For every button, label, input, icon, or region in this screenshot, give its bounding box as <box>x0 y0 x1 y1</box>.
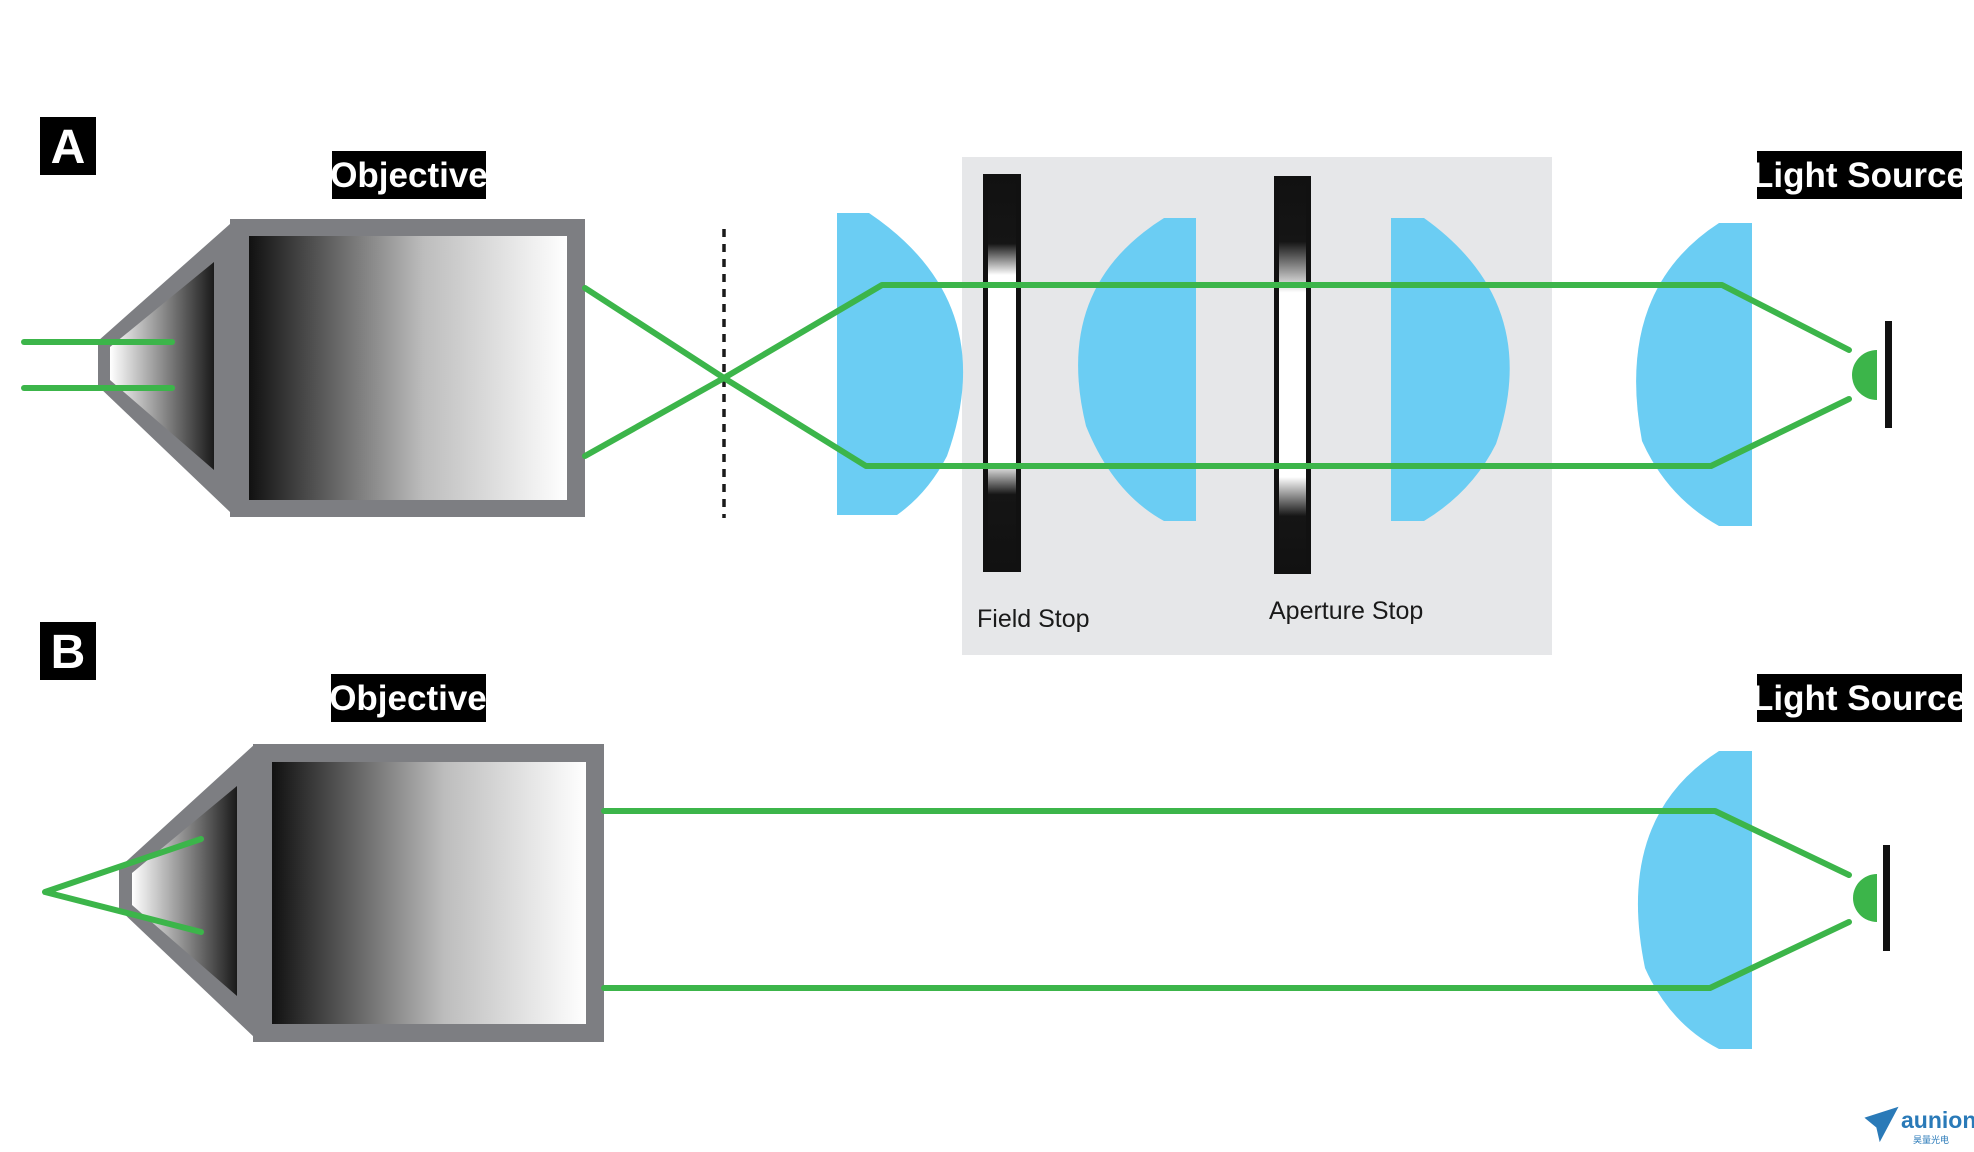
objective-b-label: Objective <box>329 674 487 722</box>
paper-plane-icon <box>1864 1106 1899 1143</box>
light-source-a <box>1852 321 1892 428</box>
panel-a-letter-badge: A <box>40 117 96 175</box>
lens-a-4 <box>1636 223 1752 526</box>
panel-a-letter: A <box>51 121 86 174</box>
beam-b-lower <box>601 919 1852 991</box>
aperture-stop-label: Aperture Stop <box>1269 597 1423 625</box>
panel-b-letter: B <box>51 626 86 679</box>
field-stop-label: Field Stop <box>977 605 1090 633</box>
panel-b: B Objective Light Source <box>40 622 1966 1049</box>
aunion-logo: aunion 昊量光电 <box>1864 1106 1974 1145</box>
beam-b-focus <box>42 836 204 935</box>
panel-b-letter-badge: B <box>40 622 96 680</box>
svg-text:Light Source: Light Source <box>1752 679 1966 718</box>
light-source-b-emitter <box>1853 874 1877 922</box>
light-source-b <box>1853 845 1890 951</box>
objective-a <box>98 219 585 517</box>
svg-text:Objective: Objective <box>329 679 487 718</box>
beam-a-ray-2 <box>582 282 1852 459</box>
beam-b-upper <box>601 808 1852 878</box>
lens-b <box>1637 751 1752 1049</box>
light-source-b-label: Light Source <box>1752 674 1966 722</box>
logo-brand: aunion <box>1901 1107 1974 1133</box>
lens-a-2 <box>1078 218 1196 521</box>
light-source-a-emitter <box>1852 350 1877 400</box>
objective-a-label: Objective <box>330 151 488 199</box>
svg-text:Light Source: Light Source <box>1752 156 1966 195</box>
lens-a-1 <box>837 213 964 515</box>
objective-b <box>119 744 604 1042</box>
field-stop <box>983 174 1021 572</box>
aperture-stop <box>1274 176 1311 574</box>
logo-subtitle: 昊量光电 <box>1913 1134 1949 1145</box>
svg-text:Objective: Objective <box>330 156 488 195</box>
panel-a: A <box>21 117 1966 655</box>
lens-a-3 <box>1391 218 1510 521</box>
light-source-a-label: Light Source <box>1752 151 1966 199</box>
